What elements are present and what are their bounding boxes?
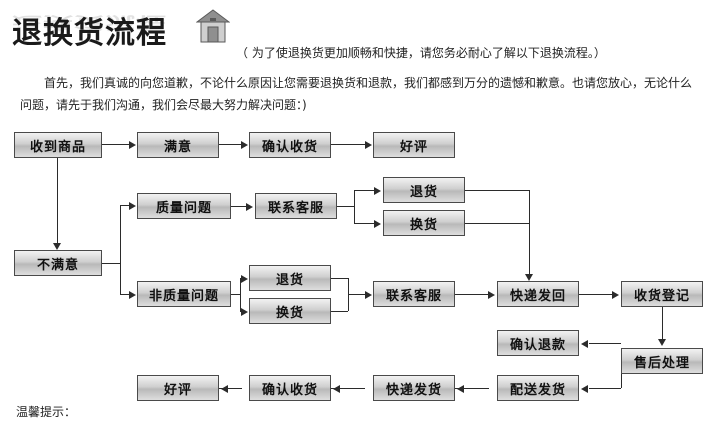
arrowhead-good-review-1	[365, 141, 372, 149]
flow-node-contact-service-2: 联系客服	[373, 281, 455, 307]
connector-return2-right	[331, 278, 348, 279]
connector-aftersales-down	[621, 374, 622, 388]
connector-exchange2-right	[331, 311, 348, 312]
connector-service-stem-1	[337, 206, 354, 207]
connector-nonquality-bus	[240, 278, 241, 311]
connector-to-return-1	[354, 190, 375, 191]
flow-node-satisfied: 满意	[137, 132, 219, 158]
connector-to-exchange-1	[354, 223, 375, 224]
flow-node-confirm-receipt-1: 确认收货	[249, 132, 331, 158]
flow-node-confirm-receipt-2: 确认收货	[249, 375, 331, 401]
arrowhead-exchange-1	[374, 220, 381, 228]
flow-node-good-review-2: 好评	[137, 375, 219, 401]
connector-express-to-registration	[579, 294, 613, 295]
arrowhead-exchange-2	[241, 308, 248, 316]
arrowhead-delivery-shipment	[581, 385, 588, 393]
connector-nonquality-stem	[231, 294, 240, 295]
connector-unsatisfied-stem	[102, 263, 120, 264]
connector-satisfied-to-confirm	[219, 144, 242, 145]
flow-node-return-1: 退货	[383, 177, 465, 203]
arrowhead-quality-issue	[129, 202, 136, 210]
flow-node-contact-service-1: 联系客服	[255, 193, 337, 219]
arrowhead-express-back-top	[525, 274, 533, 281]
connector-to-nonquality-issue	[120, 294, 130, 295]
arrowhead-nonquality-issue	[129, 291, 136, 299]
connector-aftersales-to-delivery	[589, 388, 621, 389]
connector-received-to-unsatisfied	[57, 158, 58, 245]
connector-confirm-to-review	[331, 144, 366, 145]
flow-node-return-2: 退货	[249, 265, 331, 291]
flow-node-after-sales: 售后处理	[621, 348, 703, 374]
connector-service2-to-express	[455, 294, 489, 295]
flow-node-confirm-refund: 确认退款	[497, 330, 579, 356]
flow-node-express-shipment: 快递发货	[373, 375, 455, 401]
header-note: （ 为了使退换货更加顺畅和快捷，请您务必耐心了解以下退换流程。）	[236, 46, 606, 60]
flow-node-good-review-1: 好评	[373, 132, 455, 158]
flow-node-delivery-shipment: 配送发货	[497, 375, 579, 401]
footer-tip: 温馨提示：	[16, 405, 77, 419]
flow-node-exchange-2: 换货	[249, 298, 331, 324]
flow-node-receipt-registration: 收货登记	[621, 281, 703, 307]
flow-node-received-goods: 收到商品	[14, 132, 102, 158]
flow-node-quality-issue: 质量问题	[137, 193, 231, 219]
connector-to-quality-issue	[120, 205, 130, 206]
arrowhead-contact-service-1	[246, 203, 253, 211]
flow-node-nonquality-issue: 非质量问题	[137, 281, 231, 307]
flow-node-unsatisfied: 不满意	[14, 250, 102, 276]
arrowhead-confirm-receipt-1	[241, 141, 248, 149]
connector-return1-right	[465, 190, 529, 191]
arrowhead-return-2	[241, 275, 248, 283]
arrowhead-satisfied	[129, 141, 136, 149]
arrowhead-confirm-receipt-2	[333, 385, 340, 393]
arrowhead-unsatisfied	[53, 243, 61, 250]
connector-registration-to-aftersales	[662, 307, 663, 341]
connector-expressship-to-confirm2	[331, 388, 365, 389]
connector-quality-to-service	[231, 206, 247, 207]
arrowhead-return-1	[374, 187, 381, 195]
arrowhead-express-back	[488, 291, 495, 299]
flow-node-exchange-1: 换货	[383, 210, 465, 236]
connector-received-to-satisfied	[102, 144, 130, 145]
flow-node-express-back: 快递发回	[497, 281, 579, 307]
connector-service-bus-1	[354, 190, 355, 223]
connector-aftersales-to-refund-h	[589, 343, 621, 344]
connector-merge-to-service-2	[348, 294, 366, 295]
arrowhead-contact-service-2	[365, 291, 372, 299]
arrowhead-after-sales	[658, 339, 666, 346]
arrowhead-confirm-refund	[581, 340, 588, 348]
connector-confirm2-to-review2	[219, 388, 242, 389]
connector-exchange1-right	[465, 223, 529, 224]
intro-paragraph: 首先，我们真诚的向您道歉，不论什么原因让您需要退换货和退款，我们都感到万分的遗憾…	[20, 76, 693, 112]
arrowhead-receipt-registration	[612, 291, 619, 299]
arrowhead-good-review-2	[221, 385, 228, 393]
arrowhead-express-shipment	[457, 385, 464, 393]
connector-unsatisfied-bus	[120, 205, 121, 295]
connector-delivery-to-express-ship	[455, 388, 489, 389]
house-icon	[195, 8, 231, 44]
page-title: 退换货流程	[12, 16, 167, 51]
connector-quality-down-to-express	[529, 190, 530, 276]
